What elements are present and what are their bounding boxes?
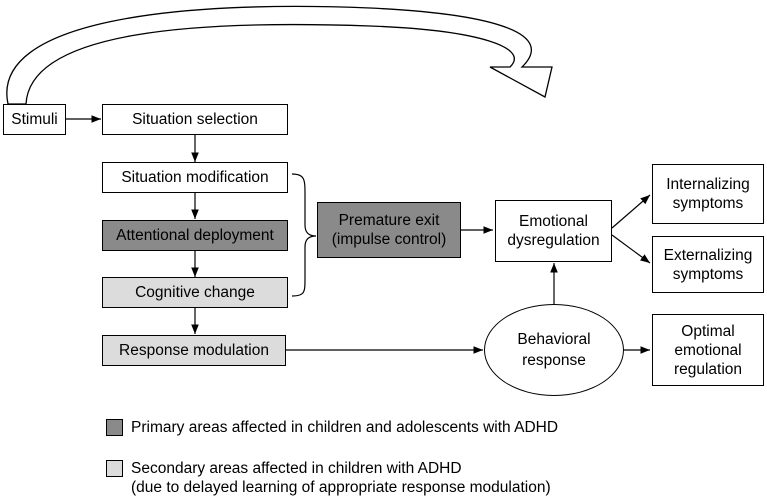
legend-primary-label: Primary areas affected in children and a… <box>131 419 559 436</box>
cognitive-change-box: Cognitive change <box>102 277 288 308</box>
stimuli-box: Stimuli <box>3 104 66 135</box>
premature-exit-box: Premature exit (impulse control) <box>317 202 461 258</box>
externalizing-symptoms-box: Externalizing symptoms <box>652 236 764 293</box>
attentional-deployment-box: Attentional deployment <box>102 220 288 251</box>
emotional-dysregulation-box: Emotional dysregulation <box>495 200 612 262</box>
legend-secondary-swatch <box>106 460 123 477</box>
optimal-emotional-regulation-box: Optimal emotional regulation <box>652 314 764 386</box>
situation-selection-box: Situation selection <box>102 104 288 135</box>
feedback-curve-arrow <box>6 5 553 105</box>
legend-primary-swatch <box>106 419 123 436</box>
arrow-dysregulation-to-internalizing <box>611 194 651 229</box>
behavioral-response-oval: Behavioral response <box>484 304 624 396</box>
arrow-dysregulation-to-externalizing <box>611 234 651 264</box>
legend-secondary-label: Secondary areas affected in children wit… <box>131 460 551 496</box>
response-modulation-box: Response modulation <box>102 335 286 366</box>
internalizing-symptoms-box: Internalizing symptoms <box>652 164 764 224</box>
situation-modification-box: Situation modification <box>102 162 288 193</box>
curly-brace <box>291 173 317 297</box>
